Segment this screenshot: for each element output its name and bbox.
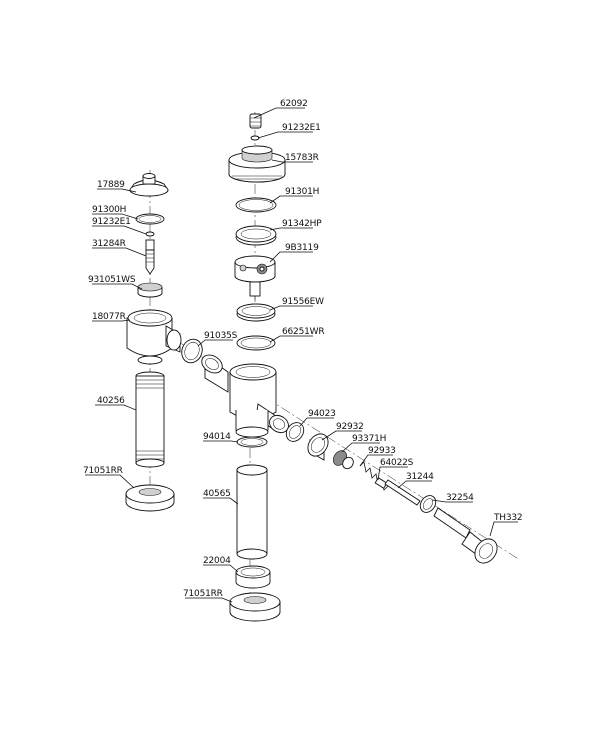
part-15783r-cap xyxy=(228,145,286,183)
label-th332: TH332 xyxy=(493,513,522,523)
part-64022s-plunger xyxy=(374,477,388,489)
label-32254: 32254 xyxy=(446,493,474,503)
part-9b3119-diaphragm xyxy=(234,255,276,302)
part-40256-pipe xyxy=(135,371,165,468)
label-91300h: 91300H xyxy=(92,205,126,215)
label-40565: 40565 xyxy=(203,489,231,499)
label-91301h: 91301H xyxy=(285,187,319,197)
label-64022s: 64022S xyxy=(380,458,414,468)
label-91232e1-left: 91232E1 xyxy=(92,217,131,227)
label-91342hp: 91342HP xyxy=(282,219,322,229)
label-18077r: 18077R xyxy=(92,312,126,322)
label-91035s: 91035S xyxy=(204,331,238,341)
part-93371h-nut xyxy=(332,450,354,470)
part-91232e1-left-washer xyxy=(145,231,155,237)
label-91556ew: 91556EW xyxy=(282,297,324,307)
label-94014: 94014 xyxy=(203,432,231,442)
label-91232e1-right: 91232E1 xyxy=(282,123,321,133)
part-62092-screw xyxy=(249,113,262,129)
part-th332-nut xyxy=(461,531,498,564)
label-15783r: 15783R xyxy=(285,153,319,163)
label-40256: 40256 xyxy=(97,396,125,406)
label-71051rr-left: 71051RR xyxy=(83,466,123,476)
main-valve-body xyxy=(201,354,289,438)
part-handle-grip xyxy=(433,507,471,539)
label-92933: 92933 xyxy=(368,446,396,456)
part-32254-washer xyxy=(419,495,437,513)
label-31244: 31244 xyxy=(406,472,434,482)
label-31284r: 31284R xyxy=(92,239,126,249)
part-66251wr-ring xyxy=(236,335,276,351)
part-71051rr-left-flange xyxy=(125,484,175,512)
label-17889: 17889 xyxy=(97,180,125,190)
label-71051rr-bottom: 71051RR xyxy=(183,589,223,599)
part-17889-cap xyxy=(129,173,169,197)
part-91300h-oring xyxy=(135,213,165,225)
part-931051ws-seat xyxy=(137,282,163,298)
part-91232e1-right-washer xyxy=(250,135,260,141)
part-labels: 62092 91232E1 15783R 91301H 91342HP 9B31… xyxy=(83,99,523,599)
part-94014-washer xyxy=(236,436,268,448)
leader-lines xyxy=(85,107,518,603)
part-91342hp-ring xyxy=(235,225,277,246)
part-31284r-stem xyxy=(145,239,155,275)
part-18077r-body xyxy=(126,309,182,365)
part-31244-handle-rod xyxy=(384,479,421,506)
label-931051ws: 931051WS xyxy=(88,275,136,285)
label-62092: 62092 xyxy=(280,99,308,109)
label-22004: 22004 xyxy=(203,556,231,566)
label-66251wr: 66251WR xyxy=(282,327,324,337)
label-92932: 92932 xyxy=(336,422,364,432)
part-94023-washer xyxy=(285,422,305,442)
part-91035s-gasket xyxy=(181,338,203,364)
part-71051rr-bottom-flange xyxy=(229,592,281,622)
part-91556ew-ring xyxy=(236,303,276,322)
label-94023: 94023 xyxy=(308,409,336,419)
part-92932-bushing xyxy=(307,433,329,461)
part-22004-nut xyxy=(235,565,271,589)
part-40565-tube xyxy=(236,464,268,560)
label-9b3119: 9B3119 xyxy=(285,243,319,253)
part-91301h-oring xyxy=(235,197,277,213)
label-93371h: 93371H xyxy=(352,434,386,444)
